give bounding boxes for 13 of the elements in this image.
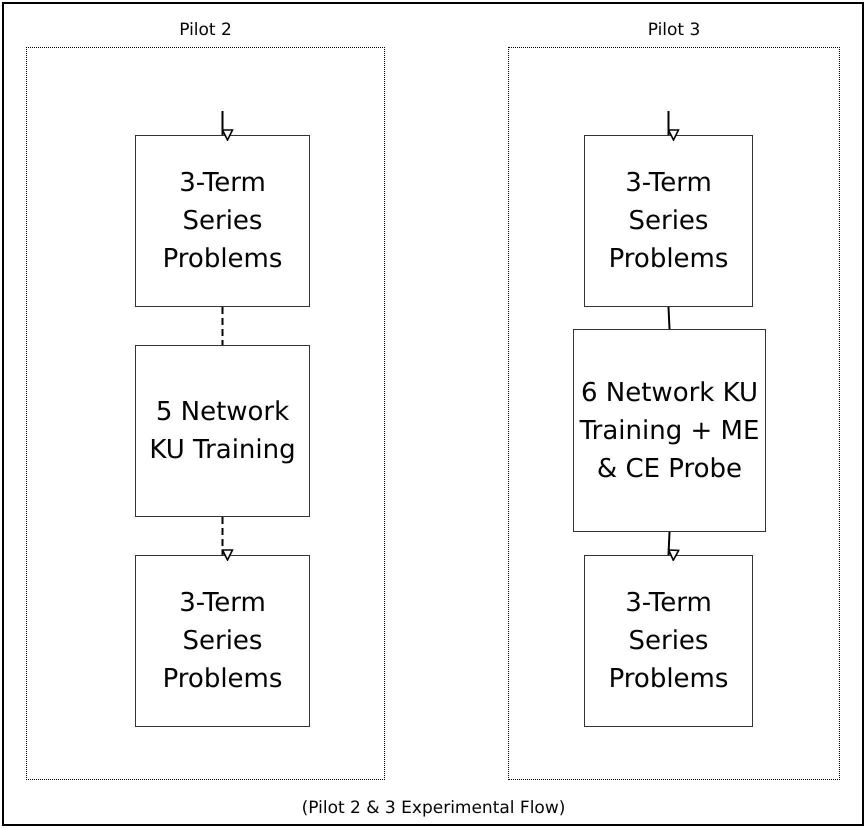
arrow [668, 532, 680, 561]
process-box: 3-Term Series Problems [135, 555, 310, 727]
process-box: 6 Network KU Training + ME & CE Probe [573, 329, 766, 532]
panel-title: Pilot 2 [178, 19, 233, 42]
process-box: 3-Term Series Problems [584, 555, 753, 727]
process-box: 5 Network KU Training [135, 345, 310, 517]
arrow [222, 111, 234, 141]
arrow [222, 517, 234, 561]
arrow [668, 111, 680, 141]
process-box: 3-Term Series Problems [135, 135, 310, 307]
panel-title: Pilot 3 [646, 19, 702, 42]
caption: (Pilot 2 & 3 Experimental Flow) [300, 797, 566, 820]
process-box: 3-Term Series Problems [584, 135, 753, 307]
